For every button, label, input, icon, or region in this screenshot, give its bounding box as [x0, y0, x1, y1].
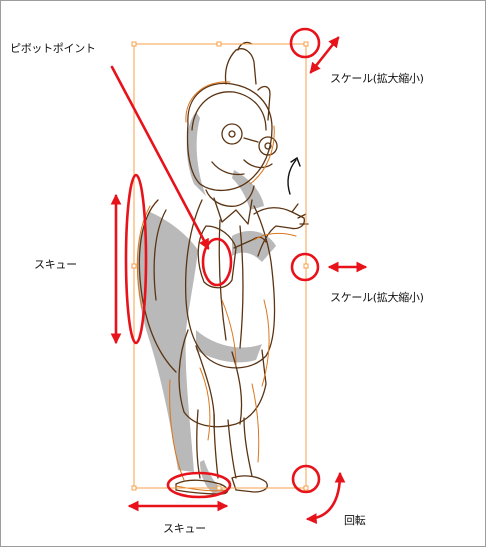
pivot-circle: [201, 237, 233, 287]
sketch-lines: [138, 41, 309, 495]
rotation-cue-icon: [287, 156, 301, 195]
label-rotate: 回転: [344, 514, 366, 527]
label-scale-top: スケール(拡大縮小): [330, 72, 424, 85]
label-skew-bottom: スキュー: [163, 522, 206, 535]
scale-diagonal-arrow: [309, 36, 340, 74]
skew-left-ellipse: [124, 173, 148, 345]
sketch-shadow: [137, 112, 276, 494]
sketch-orange-lines: [136, 81, 297, 492]
character-sketch: [136, 41, 309, 495]
label-scale-right: スケール(拡大縮小): [330, 291, 424, 304]
pivot-pointer-arrow: [110, 65, 210, 250]
annotations: [110, 27, 368, 525]
skew-bottom-ellipse: [166, 471, 232, 499]
label-skew-left: スキュー: [34, 258, 77, 271]
scale-side-circle: [290, 252, 320, 282]
label-pivot-point: ピボットポイント: [10, 42, 96, 55]
rotate-curved-arrow: [305, 471, 346, 525]
